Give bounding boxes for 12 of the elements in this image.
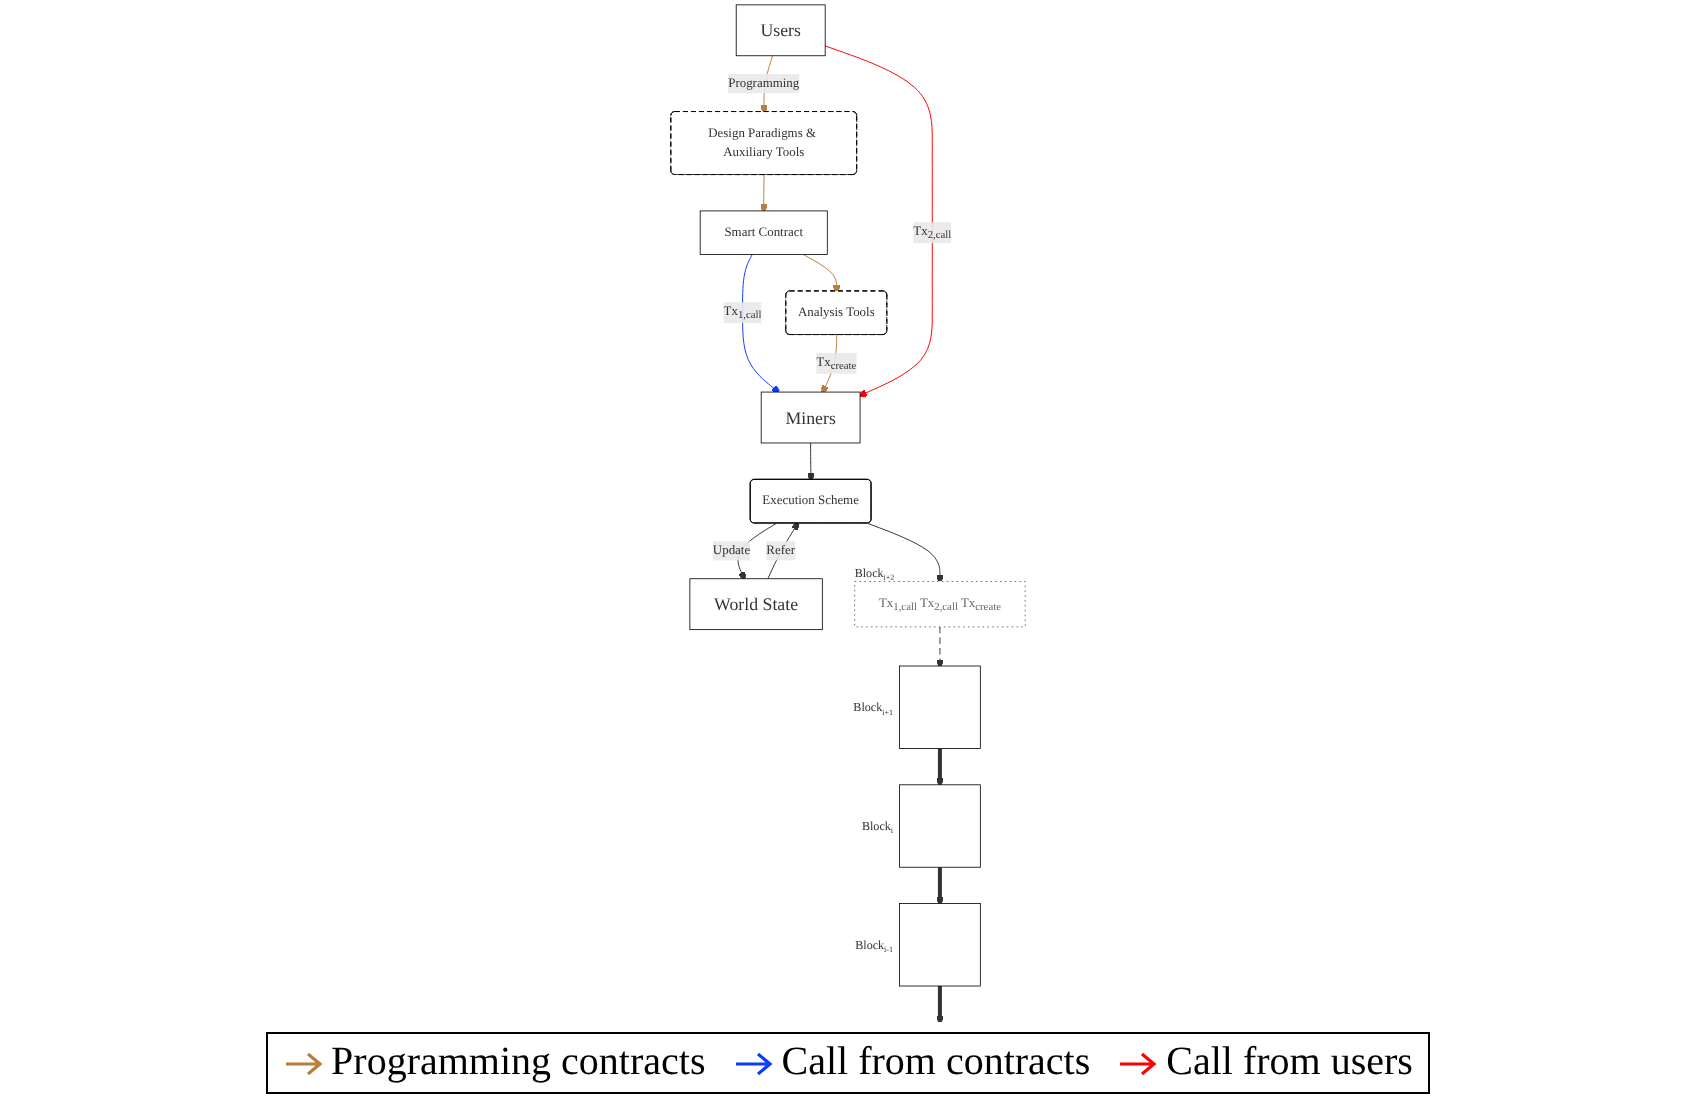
node-box: Miners bbox=[760, 391, 861, 444]
node-box bbox=[899, 903, 981, 987]
arrow bbox=[936, 748, 944, 786]
node-box: Users bbox=[735, 4, 826, 57]
arrow bbox=[936, 986, 944, 1023]
legend-label: Call from contracts bbox=[781, 1040, 1091, 1086]
node-box: World State bbox=[689, 578, 823, 631]
node-box bbox=[899, 784, 981, 868]
arrow bbox=[936, 867, 944, 904]
node-box bbox=[899, 665, 981, 749]
legend-label: Call from users bbox=[1166, 1040, 1413, 1086]
legend-label: Programming contracts bbox=[331, 1040, 706, 1086]
